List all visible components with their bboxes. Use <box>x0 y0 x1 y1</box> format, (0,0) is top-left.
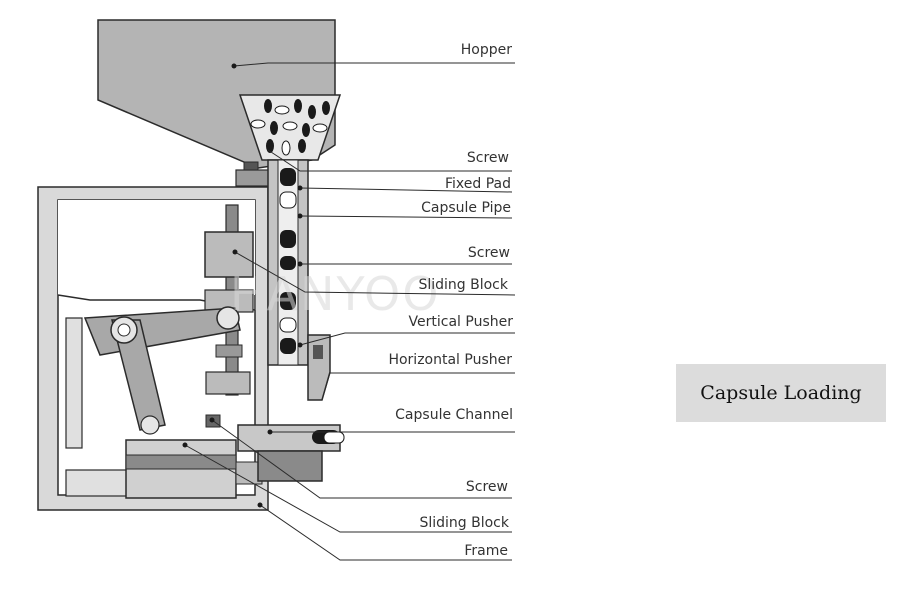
hopper-capsules <box>250 99 330 156</box>
label-screw-top: Screw <box>467 150 509 166</box>
leader-lines <box>184 62 516 561</box>
top-screw-head <box>243 161 259 171</box>
leader-dots <box>182 63 303 508</box>
lever-linkage <box>65 306 241 449</box>
label-hopper: Hopper <box>461 42 512 58</box>
label-fixed-pad: Fixed Pad <box>445 176 511 192</box>
horizontal-pusher <box>307 334 331 401</box>
label-vertical-pusher: Vertical Pusher <box>409 314 514 330</box>
part-labels: Hopper Screw Fixed Pad Capsule Pipe Scre… <box>388 42 513 559</box>
caption-box: Capsule Loading <box>676 364 886 422</box>
label-horizontal-pusher: Horizontal Pusher <box>388 352 512 368</box>
label-sliding-block-upper: Sliding Block <box>418 277 508 293</box>
label-capsule-pipe: Capsule Pipe <box>421 200 511 216</box>
label-screw-middle: Screw <box>468 245 510 261</box>
capsule-pipe <box>267 159 309 366</box>
label-capsule-channel: Capsule Channel <box>395 407 513 423</box>
caption-text: Capsule Loading <box>700 382 862 404</box>
label-frame: Frame <box>464 543 508 559</box>
fixed-pad-block <box>235 169 273 187</box>
label-sliding-block-lower: Sliding Block <box>419 515 509 531</box>
watermark: HANYOO <box>230 267 440 321</box>
horizontal-cylinder <box>65 414 263 499</box>
label-screw-bottom: Screw <box>466 479 508 495</box>
capsule-channel <box>237 424 345 482</box>
